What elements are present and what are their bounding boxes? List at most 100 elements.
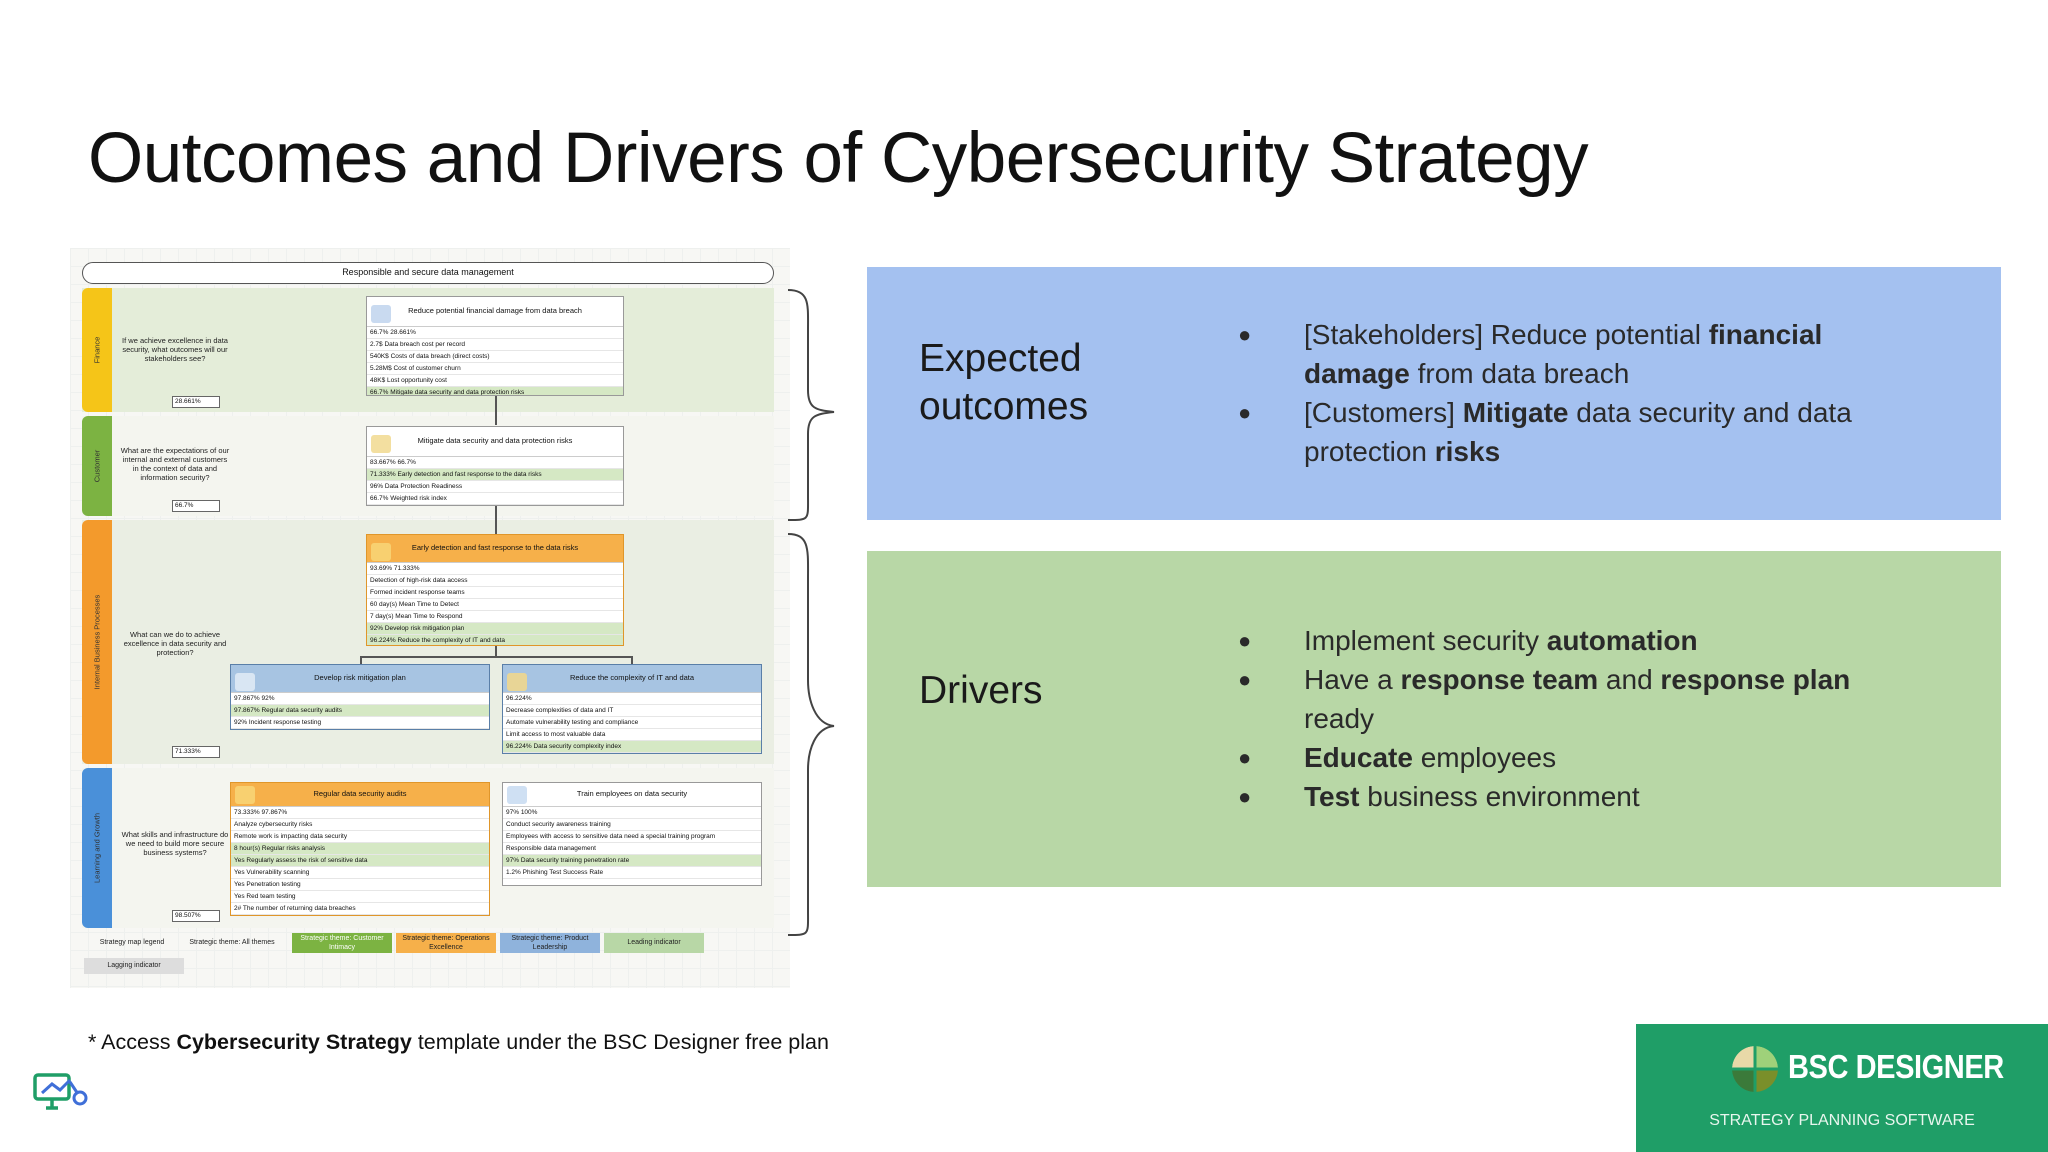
bold-text: Mitigate <box>1462 397 1569 428</box>
indicator-row: 83.667% 66.7% <box>367 457 623 469</box>
text-run: ready <box>1304 703 1375 734</box>
indicator-row: 2# The number of returning data breaches <box>231 903 489 915</box>
objective-title: Early detection and fast response to the… <box>411 543 579 552</box>
text-run: Implement security <box>1304 625 1547 656</box>
indicator-row: Automate vulnerability testing and compl… <box>503 717 761 729</box>
lane-name: Finance <box>92 336 102 364</box>
bold-text: Educate <box>1304 742 1413 773</box>
map-connector <box>631 656 633 664</box>
objective-box: Train employees on data security 97% 100… <box>502 782 762 886</box>
bsc-designer-logo: BSC DESIGNER STRATEGY PLANNING SOFTWARE <box>1636 1024 2048 1152</box>
indicator-row: Decrease complexities of data and IT <box>503 705 761 717</box>
driver-item: ●Test business environment <box>1238 777 1850 816</box>
lane-value: 66.7% <box>172 500 220 512</box>
indicator-row: 540K$ Costs of data breach (direct costs… <box>367 351 623 363</box>
outcomes-list: ●[Stakeholders] Reduce potential financi… <box>1238 315 1852 471</box>
indicator-row: 92% Incident response testing <box>231 717 489 729</box>
gear-icon <box>371 435 391 453</box>
indicator-row: 97.867% Regular data security audits <box>231 705 489 717</box>
slide-title: Outcomes and Drivers of Cybersecurity St… <box>88 119 1589 198</box>
lane-question: What can we do to achieve excellence in … <box>123 630 227 657</box>
indicator-row: 73.333% 97.867% <box>231 807 489 819</box>
outcomes-brace <box>787 289 835 521</box>
label-line: Expected <box>919 337 1082 380</box>
footnote-link-text: Cybersecurity Strategy <box>176 1030 412 1054</box>
lane-bar: Customer <box>82 416 112 516</box>
indicator-row: 96.224% Reduce the complexity of IT and … <box>367 635 623 645</box>
indicator-row: Yes Vulnerability scanning <box>231 867 489 879</box>
objective-box: Develop risk mitigation plan 97.867% 92%… <box>230 664 490 730</box>
objective-title: Mitigate data security and data protecti… <box>417 436 573 445</box>
indicator-row: 66.7% 28.661% <box>367 327 623 339</box>
brace-connectors <box>787 289 835 936</box>
presentation-monitor-icon <box>33 1073 88 1110</box>
logo-tagline: STRATEGY PLANNING SOFTWARE <box>1709 1112 1975 1129</box>
bold-text: Test <box>1304 781 1360 812</box>
indicator-row: Yes Red team testing <box>231 891 489 903</box>
objective-box: Reduce potential financial damage from d… <box>366 296 624 396</box>
bold-text: damage <box>1304 358 1410 389</box>
indicator-row: 7 day(s) Mean Time to Respond <box>367 611 623 623</box>
bold-text: response plan <box>1660 664 1851 695</box>
indicator-row: 97% 100% <box>503 807 761 819</box>
indicator-row: Conduct security awareness training <box>503 819 761 831</box>
map-connector <box>360 656 362 664</box>
logo-mark-icon <box>1732 1046 1778 1092</box>
people-icon <box>507 786 527 804</box>
puzzle-icon <box>507 673 527 691</box>
text-run: template under the BSC Designer free pla… <box>411 1030 829 1054</box>
bullet-icon: ● <box>1238 628 1252 653</box>
strategy-map-image: Responsible and secure data management F… <box>70 248 790 988</box>
legend-item: Strategic theme: All themes <box>189 939 275 946</box>
expected-outcomes-panel: Expected outcomes ●[Stakeholders] Reduce… <box>867 267 2001 520</box>
indicator-row: 48K$ Lost opportunity cost <box>367 375 623 387</box>
indicator-row: 92% Develop risk mitigation plan <box>367 623 623 635</box>
indicator-row: Remote work is impacting data security <box>231 831 489 843</box>
legend-item: Strategic theme: Operations Excellence <box>396 933 496 953</box>
driver-item: ●Educate employees <box>1238 738 1850 777</box>
pulse-icon <box>371 543 391 561</box>
driver-item: ● Implement security automation <box>1238 621 1850 660</box>
indicator-row: 93.69% 71.333% <box>367 563 623 575</box>
map-connector <box>495 502 497 534</box>
bullet-icon: ● <box>1238 400 1252 425</box>
text-run: [Customers] <box>1304 397 1463 428</box>
objective-title: Reduce the complexity of IT and data <box>569 673 695 682</box>
legend-item: Strategic theme: Product Leadership <box>500 933 600 953</box>
lane-value: 28.661% <box>172 396 220 408</box>
drivers-panel: Drivers ● Implement security automation ●… <box>867 551 2001 887</box>
indicator-row: 66.7% Mitigate data security and data pr… <box>367 387 623 395</box>
text-run: Have a <box>1304 664 1401 695</box>
bullet-icon: ● <box>1238 784 1252 809</box>
indicator-row: 96.224% <box>503 693 761 705</box>
text-run: * Access <box>88 1030 177 1054</box>
outcome-item: ●[Stakeholders] Reduce potential financi… <box>1238 315 1852 393</box>
lane-name: Customer <box>92 449 102 483</box>
bullet-icon: ● <box>1238 667 1252 692</box>
legend-title: Strategy map legend <box>99 939 165 946</box>
legend-item: Leading indicator <box>604 933 704 953</box>
lane-value: 98.507% <box>172 910 220 922</box>
audit-icon <box>235 786 255 804</box>
drivers-label: Drivers <box>919 669 1043 712</box>
text-run: and <box>1598 664 1661 695</box>
bold-text: automation <box>1546 625 1698 656</box>
bold-text: risks <box>1434 436 1501 467</box>
objective-title: Train employees on data security <box>576 789 688 798</box>
mission-banner: Responsible and secure data management <box>82 262 774 284</box>
clock-icon <box>235 673 255 691</box>
lane-name: Internal Business Processes <box>92 594 102 690</box>
indicator-row: Analyze cybersecurity risks <box>231 819 489 831</box>
indicator-row: 2.7$ Data breach cost per record <box>367 339 623 351</box>
drivers-list: ● Implement security automation ● Have a r… <box>1238 621 1851 816</box>
indicator-row: Detection of high-risk data access <box>367 575 623 587</box>
indicator-row: 1.2% Phishing Test Success Rate <box>503 867 761 879</box>
bullet-icon: ● <box>1238 322 1252 347</box>
objective-box: Reduce the complexity of IT and data 96.… <box>502 664 762 754</box>
indicator-row: 97.867% 92% <box>231 693 489 705</box>
objective-title: Regular data security audits <box>313 789 407 798</box>
objective-box: Early detection and fast response to the… <box>366 534 624 646</box>
label-line: outcomes <box>919 385 1089 428</box>
map-connector <box>495 393 497 425</box>
